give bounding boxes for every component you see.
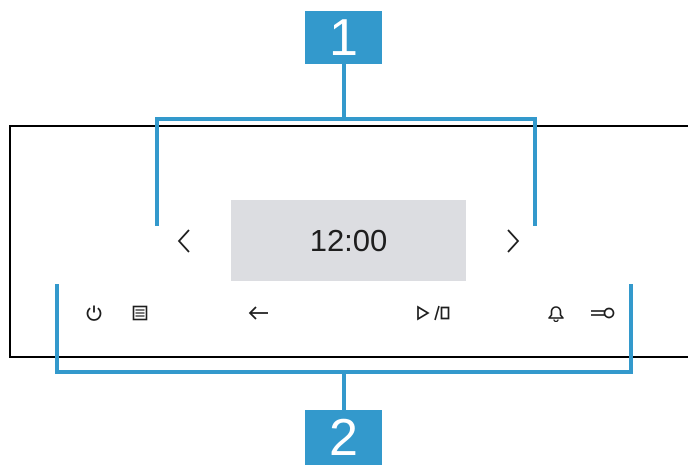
panel-outline (9, 125, 688, 358)
power-icon[interactable] (83, 302, 105, 324)
display-time: 12:00 (309, 222, 388, 258)
bell-icon[interactable] (545, 302, 567, 324)
callout-2-label: 2 (329, 408, 358, 467)
play-stop-icon[interactable] (414, 302, 452, 324)
menu-list-icon[interactable] (129, 302, 151, 324)
bracket-1 (155, 62, 537, 226)
chevron-right-icon[interactable] (501, 226, 525, 256)
callout-2-box (305, 410, 382, 465)
callout-1-box (305, 11, 382, 64)
callout-1-label: 1 (329, 8, 358, 67)
key-icon[interactable] (589, 302, 617, 324)
back-arrow-icon[interactable] (246, 302, 272, 324)
bracket-2 (55, 284, 633, 412)
display-screen (231, 200, 466, 281)
chevron-left-icon[interactable] (172, 226, 196, 256)
